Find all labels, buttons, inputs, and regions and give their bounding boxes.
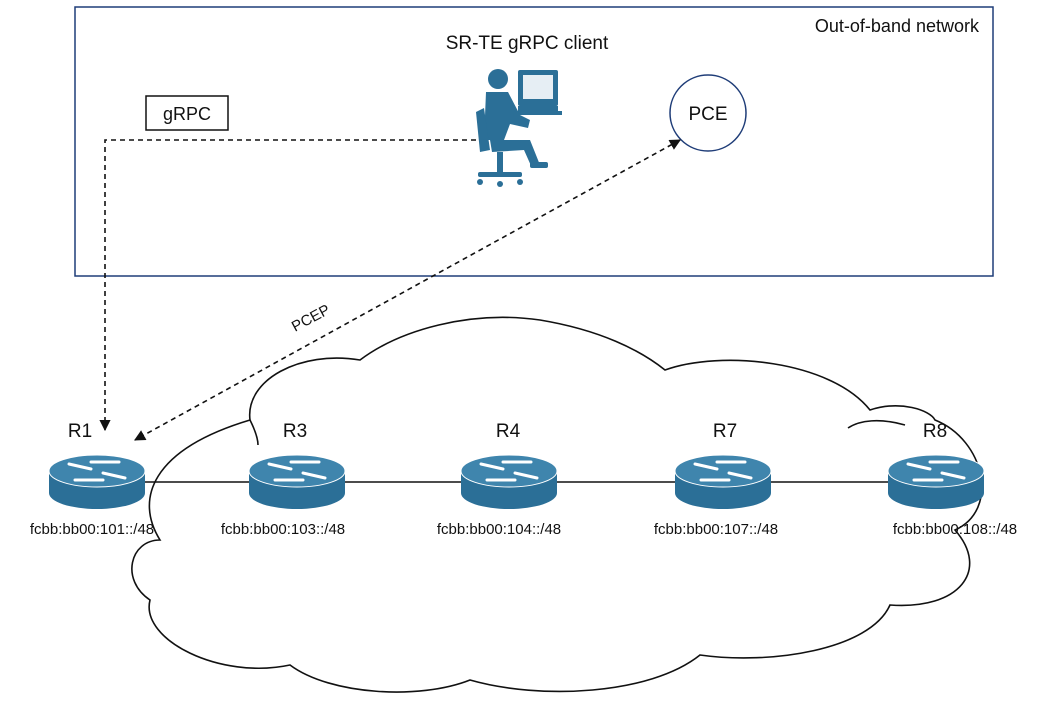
router-icon xyxy=(48,454,146,509)
router-name: R7 xyxy=(713,421,737,442)
router-r1: R1 fcbb:bb00:101::/48 xyxy=(30,421,154,538)
network-cloud xyxy=(131,316,983,693)
router-name: R4 xyxy=(496,421,521,442)
grpc-label-box xyxy=(145,95,229,131)
router-r7: R7 fcbb:bb00:107::/48 xyxy=(654,421,778,538)
pcep-label: PCEP xyxy=(289,301,333,335)
pce-label: PCE xyxy=(688,104,727,125)
router-address: fcbb:bb00:108::/48 xyxy=(893,521,1017,538)
router-address: fcbb:bb00:103::/48 xyxy=(221,521,345,538)
router-address: fcbb:bb00:107::/48 xyxy=(654,521,778,538)
grpc-label: gRPC xyxy=(163,104,211,124)
router-arrow xyxy=(727,471,753,480)
out-of-band-label: Out-of-band network xyxy=(815,16,980,36)
pcep-connection xyxy=(134,139,681,441)
router-name: R3 xyxy=(283,421,307,442)
client-title: SR-TE gRPC client xyxy=(446,33,609,54)
router-top xyxy=(460,454,558,488)
router-name: R8 xyxy=(923,421,947,442)
router-arrow xyxy=(906,462,932,471)
router-top xyxy=(887,454,985,488)
router-r8: R8 fcbb:bb00:108::/48 xyxy=(887,421,1017,538)
router-icon xyxy=(887,454,985,509)
router-icon xyxy=(674,454,772,509)
router-r4: R4 fcbb:bb00:104::/48 xyxy=(437,421,561,538)
router-address: fcbb:bb00:104::/48 xyxy=(437,521,561,538)
router-icon xyxy=(248,454,346,509)
router-top xyxy=(48,454,146,488)
router-arrow xyxy=(267,462,293,471)
router-arrow xyxy=(940,471,966,480)
router-address: fcbb:bb00:101::/48 xyxy=(30,521,154,538)
router-arrow xyxy=(479,462,505,471)
router-name: R1 xyxy=(68,421,92,442)
routers: R1 fcbb:bb00:101::/48 R3 fcbb:bb00:103::… xyxy=(30,421,1017,538)
grpc-connection xyxy=(99,139,476,432)
router-top xyxy=(674,454,772,488)
router-arrow xyxy=(67,462,93,471)
router-r3: R3 fcbb:bb00:103::/48 xyxy=(221,421,346,538)
router-arrow xyxy=(693,462,719,471)
router-icon xyxy=(460,454,558,509)
router-arrow xyxy=(513,471,539,480)
pce-node xyxy=(669,74,747,152)
router-arrow xyxy=(101,471,127,480)
router-top xyxy=(248,454,346,488)
router-arrow xyxy=(301,471,327,480)
person-at-computer-icon xyxy=(476,69,562,187)
